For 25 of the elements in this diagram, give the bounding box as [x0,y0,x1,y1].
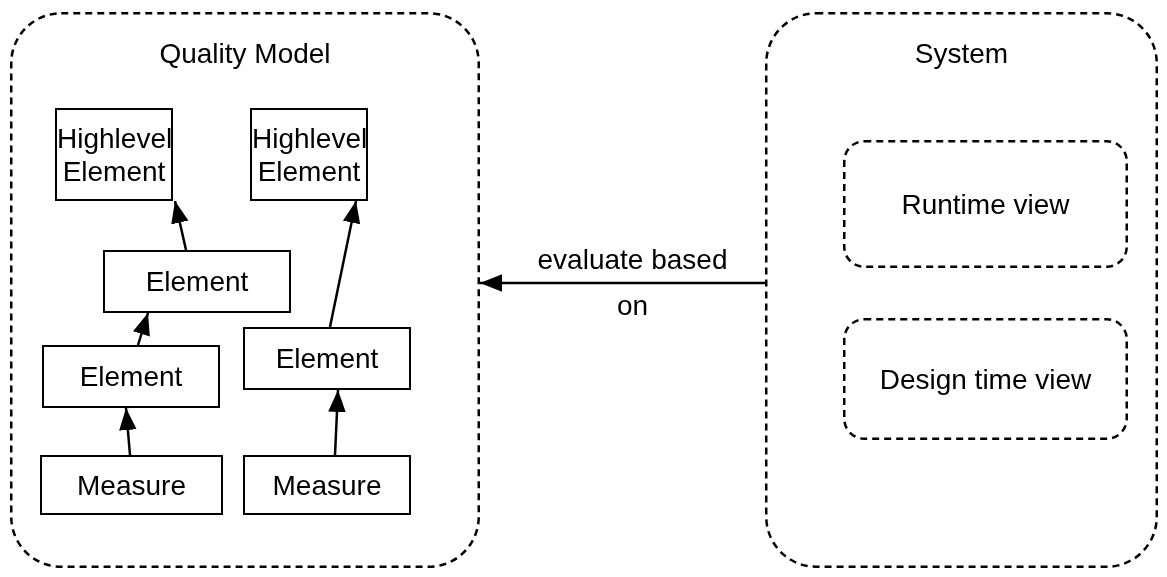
box-label: Highlevel Element [252,121,366,188]
element-box [243,455,411,515]
box-label: Element [274,342,380,375]
element-box [40,455,223,515]
arrow [328,200,361,328]
box-label: Measure [271,468,383,502]
box-label: Measure [76,468,187,502]
element-box [42,345,220,408]
arrow [328,389,346,456]
box-label: Highlevel Element [57,121,171,188]
box-label: Element [144,265,250,298]
view-label: Runtime view [900,187,1071,221]
view-label: Design time view [878,362,1093,396]
box-label: Element [78,360,184,393]
group-title: Quality Model [158,37,332,70]
arrow [119,407,137,456]
arrow [171,200,189,251]
group-title: System [913,37,1010,70]
arrow [480,274,765,292]
element-box [55,108,173,201]
element-box [103,250,291,313]
element-box [243,327,411,390]
element-box [250,108,368,201]
edge-label: evaluate based on [536,243,729,323]
arrow [133,312,150,346]
